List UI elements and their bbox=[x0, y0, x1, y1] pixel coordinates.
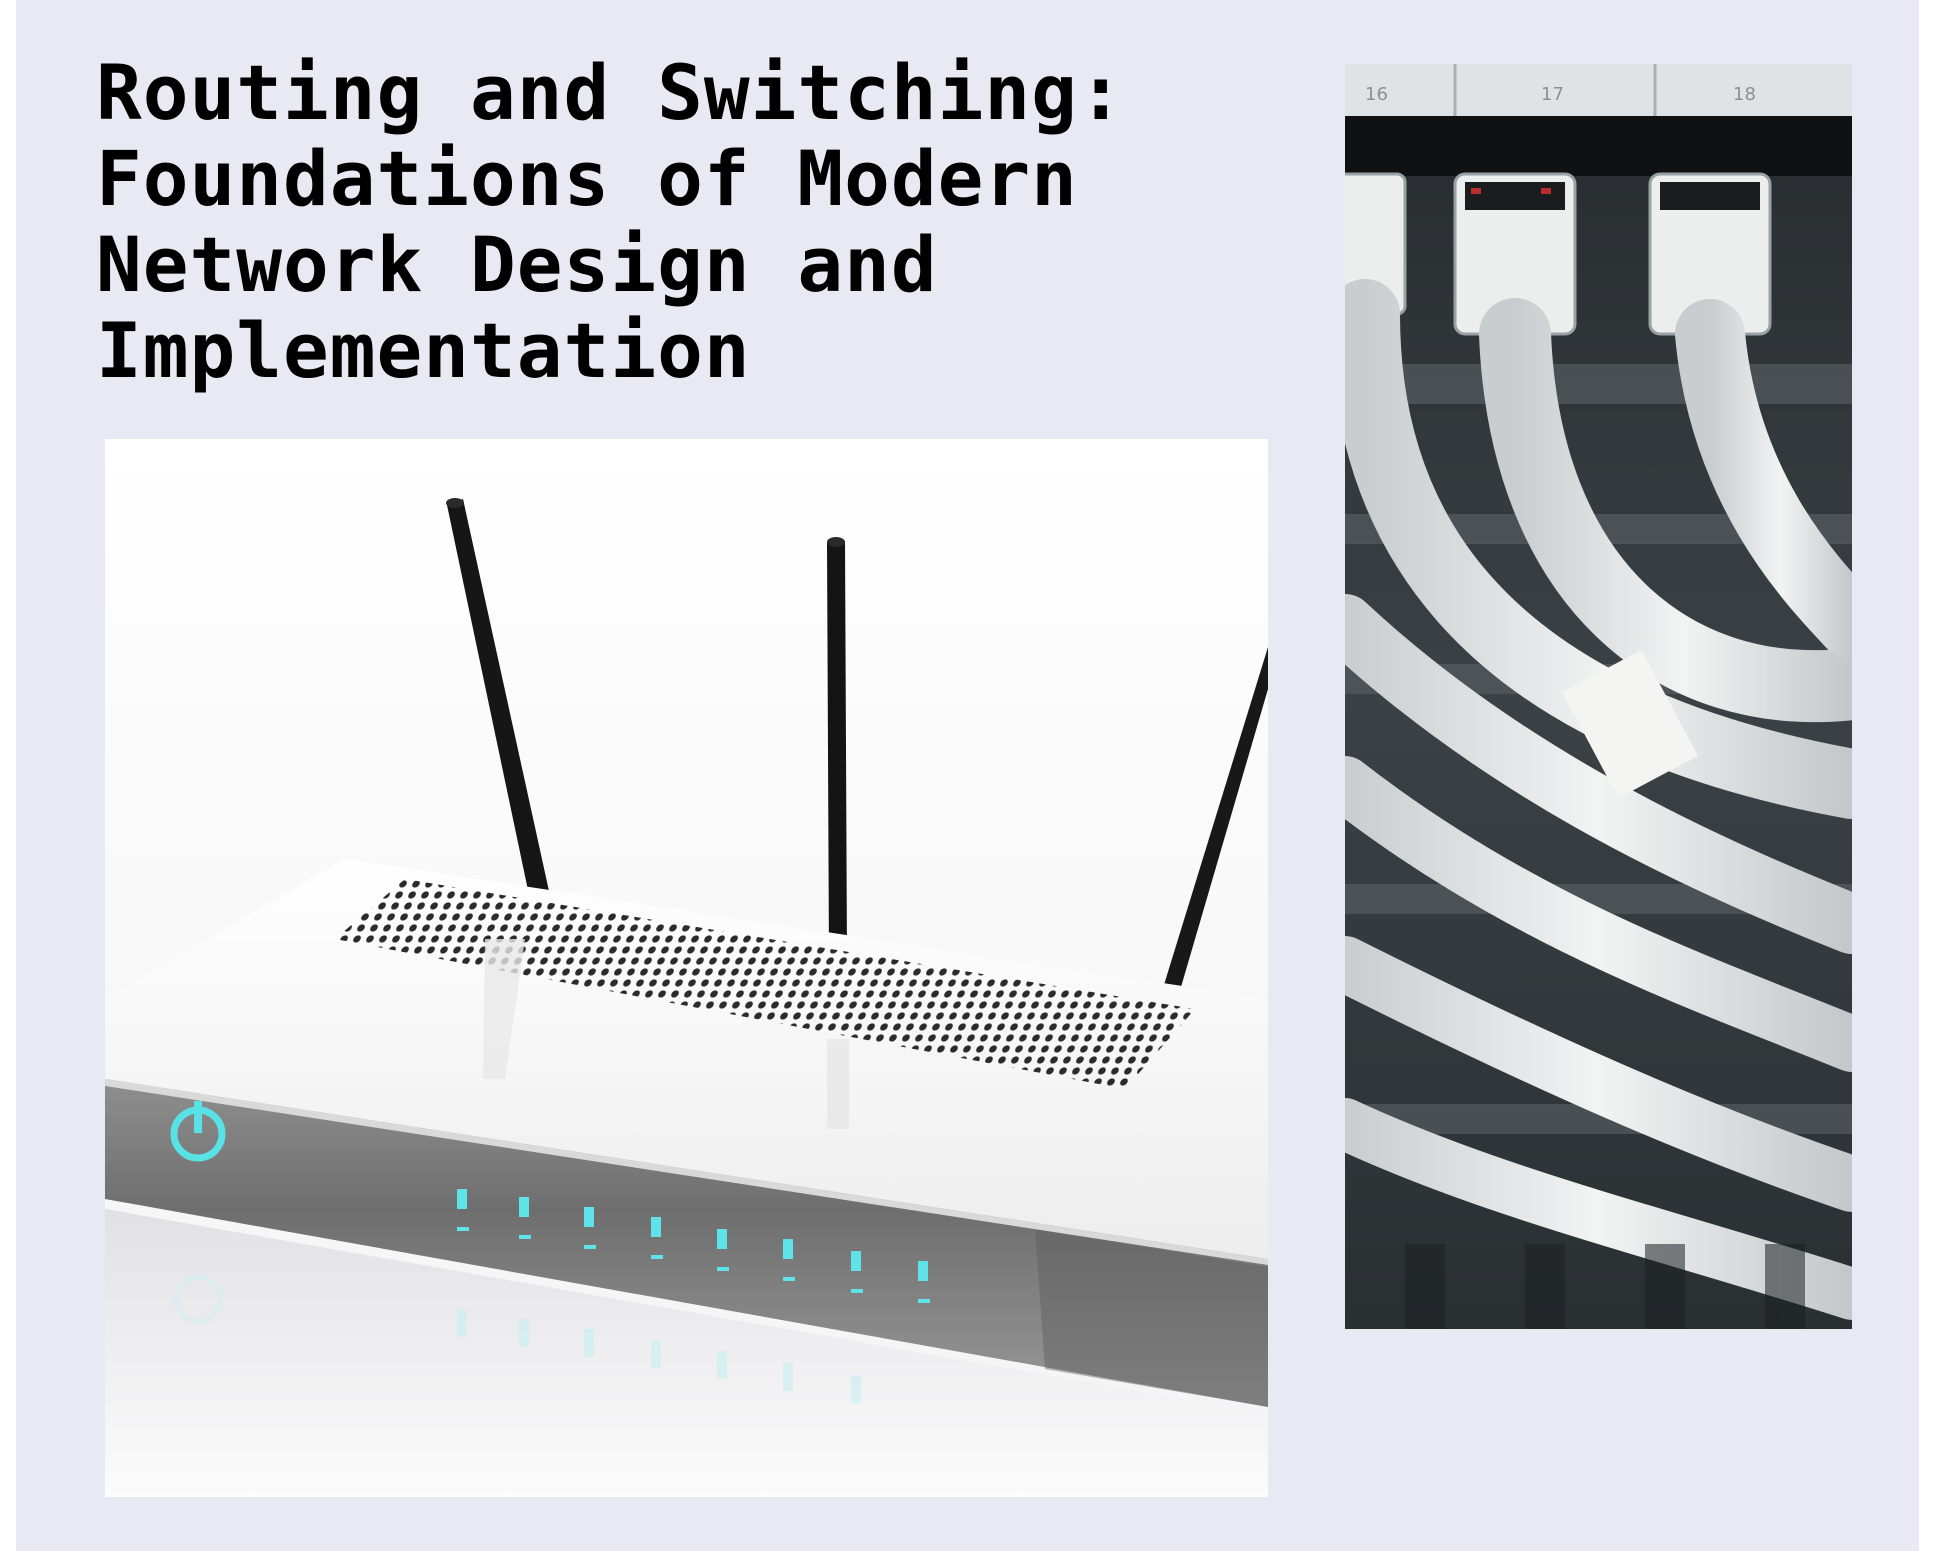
port-label-16: 16 bbox=[1365, 84, 1388, 105]
router-photo bbox=[105, 439, 1268, 1497]
patch-cables-photo: 16 17 18 bbox=[1345, 64, 1852, 1329]
port-label-18: 18 bbox=[1733, 84, 1756, 105]
cover-page: Routing and Switching: Foundations of Mo… bbox=[16, 0, 1919, 1551]
port-label-17: 17 bbox=[1541, 84, 1564, 105]
cover-title: Routing and Switching: Foundations of Mo… bbox=[96, 48, 1125, 395]
router-illustration bbox=[105, 439, 1268, 1497]
patch-panel-illustration: 16 17 18 bbox=[1345, 64, 1852, 1329]
